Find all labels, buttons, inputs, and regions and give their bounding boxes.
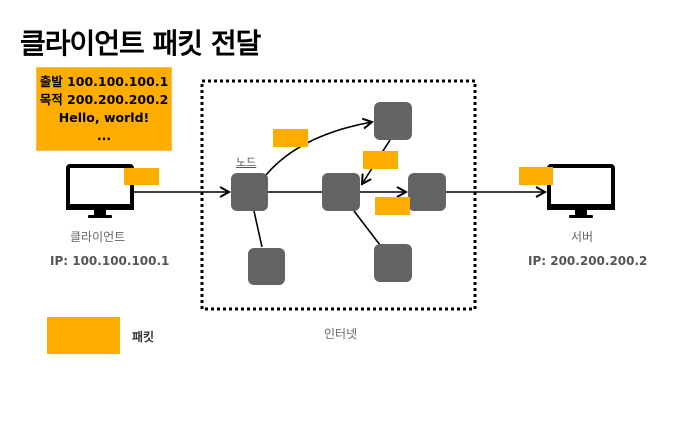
server-ip: IP: 200.200.200.2 — [528, 254, 648, 268]
internet-boundary — [200, 79, 477, 311]
node-label: 노드 — [236, 156, 257, 169]
legend-packet-swatch — [47, 317, 120, 354]
packet-at-client — [124, 168, 159, 185]
server-label: 서버 — [571, 230, 594, 244]
node-3 — [322, 173, 360, 211]
packet-info-box: 출발 100.100.100.1 목적 200.200.200.2 Hello,… — [36, 67, 172, 151]
packet-ellipsis: ... — [96, 128, 112, 143]
packet-node2-to-node3 — [363, 151, 398, 169]
node-6 — [374, 244, 412, 282]
packet-payload: Hello, world! — [58, 110, 150, 125]
server-monitor-icon — [547, 164, 615, 218]
client-monitor-icon — [66, 164, 134, 218]
page-title: 클라이언트 패킷 전달 — [20, 27, 261, 60]
packet-node3-to-node5 — [375, 197, 410, 215]
link-node3-node6 — [353, 210, 381, 246]
packet-destination: 목적 200.200.200.2 — [39, 92, 169, 107]
client-ip: IP: 100.100.100.1 — [50, 254, 170, 268]
legend-packet-label: 패킷 — [132, 330, 155, 344]
node-1 — [231, 173, 268, 211]
packet-node1-to-node2 — [273, 129, 308, 147]
packet-at-server — [519, 167, 553, 185]
link-node1-node4 — [253, 210, 263, 248]
link-node1-node2 — [265, 122, 372, 176]
internet-label: 인터넷 — [324, 327, 358, 341]
node-5 — [408, 173, 446, 211]
node-4 — [248, 248, 285, 285]
packet-source: 출발 100.100.100.1 — [39, 74, 169, 89]
node-2 — [374, 102, 412, 140]
client-label: 클라이언트 — [70, 230, 126, 244]
